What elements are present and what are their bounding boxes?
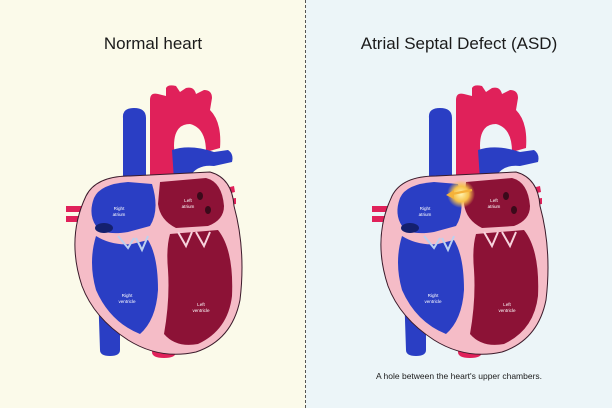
pulmonary-vein-opening [511, 206, 517, 214]
tricuspid-valve [117, 235, 149, 253]
label-right-atrium: Right atrium [112, 206, 126, 217]
left-ventricle [470, 230, 539, 345]
mitral-valve [177, 231, 211, 249]
left-atrium [464, 178, 530, 228]
septal-defect-hole [447, 180, 475, 208]
asd-heart-diagram [372, 85, 549, 358]
asd-heart-panel: Atrial Septal Defect (ASD) [306, 0, 612, 408]
pulmonary-artery [478, 147, 539, 180]
panel-divider [305, 0, 306, 408]
aorta [150, 85, 221, 178]
label-left-atrium: Left atrium [487, 198, 501, 209]
superior-vena-cava [428, 108, 452, 180]
right-ventricle [92, 236, 158, 334]
asd-heart-title: Atrial Septal Defect (ASD) [360, 34, 558, 53]
right-atrium [91, 182, 156, 234]
ivc-opening [401, 223, 419, 233]
normal-heart-diagram [66, 85, 243, 358]
aorta [456, 85, 527, 178]
label-left-atrium: Left atrium [181, 198, 195, 209]
label-right-ventricle: Right ventricle [118, 293, 136, 304]
mitral-valve [483, 231, 517, 249]
label-left-ventricle: Left ventricle [498, 302, 516, 313]
right-atrium [397, 182, 462, 234]
superior-vena-cava [122, 108, 146, 180]
tricuspid-valve [423, 235, 455, 253]
label-right-atrium: Right atrium [418, 206, 432, 217]
pulmonary-vein-opening [197, 192, 203, 200]
pulmonary-artery [172, 147, 233, 180]
defect-arrow-icon [446, 188, 473, 199]
pulmonary-vein-opening [205, 206, 211, 214]
normal-heart-title: Normal heart [103, 34, 203, 53]
left-atrium [158, 178, 224, 228]
ivc-opening [95, 223, 113, 233]
label-right-ventricle: Right ventricle [424, 293, 442, 304]
label-left-ventricle: Left ventricle [192, 302, 210, 313]
asd-caption: A hole between the heart's upper chamber… [375, 371, 543, 381]
normal-heart-panel: Normal heart Right atr [0, 0, 306, 408]
pulmonary-vein-opening [503, 192, 509, 200]
left-ventricle [164, 230, 233, 345]
right-ventricle [398, 236, 464, 334]
